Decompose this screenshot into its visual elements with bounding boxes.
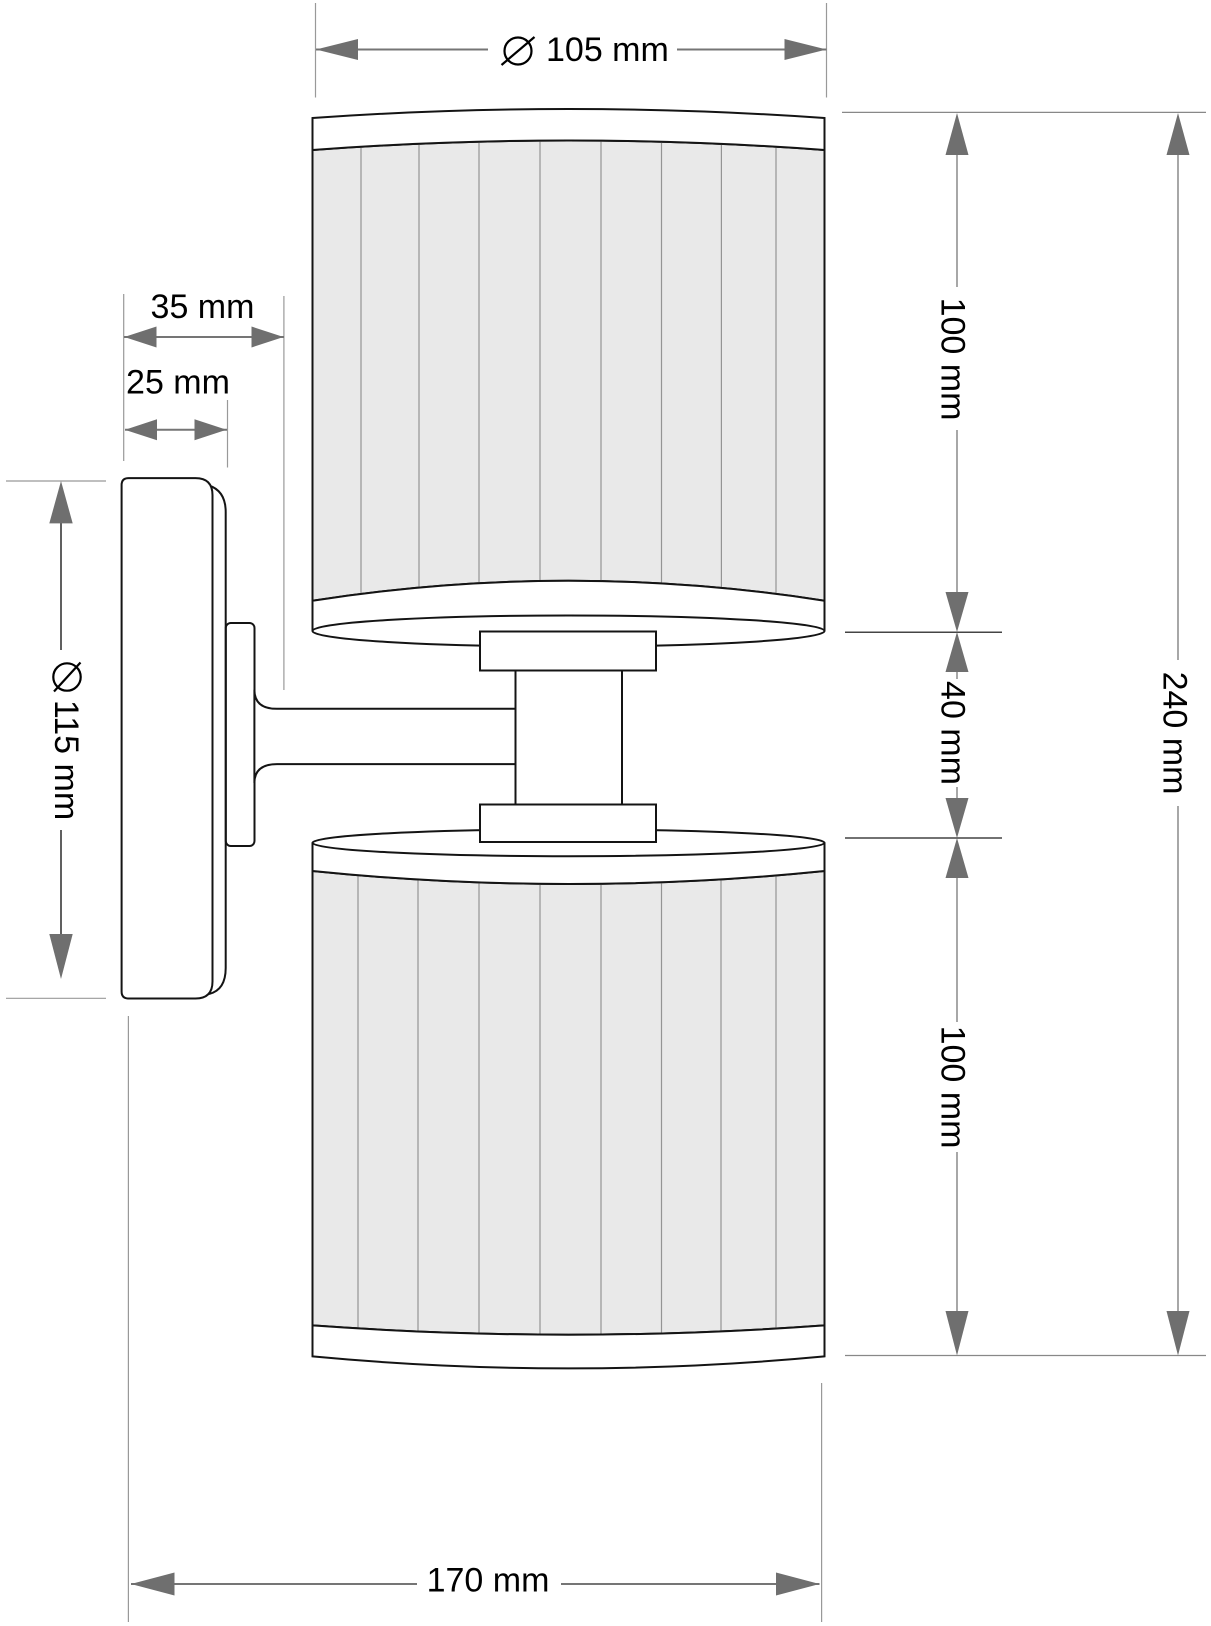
svg-text:105 mm: 105 mm <box>546 31 669 69</box>
svg-text:100 mm: 100 mm <box>934 1026 972 1149</box>
svg-text:100 mm: 100 mm <box>934 298 972 421</box>
svg-text:170 mm: 170 mm <box>427 1562 550 1600</box>
svg-text:40 mm: 40 mm <box>934 681 972 785</box>
svg-text:25 mm: 25 mm <box>126 364 230 402</box>
svg-text:240 mm: 240 mm <box>1156 672 1194 795</box>
svg-text:35 mm: 35 mm <box>151 288 255 326</box>
svg-text:115 mm: 115 mm <box>47 700 85 820</box>
